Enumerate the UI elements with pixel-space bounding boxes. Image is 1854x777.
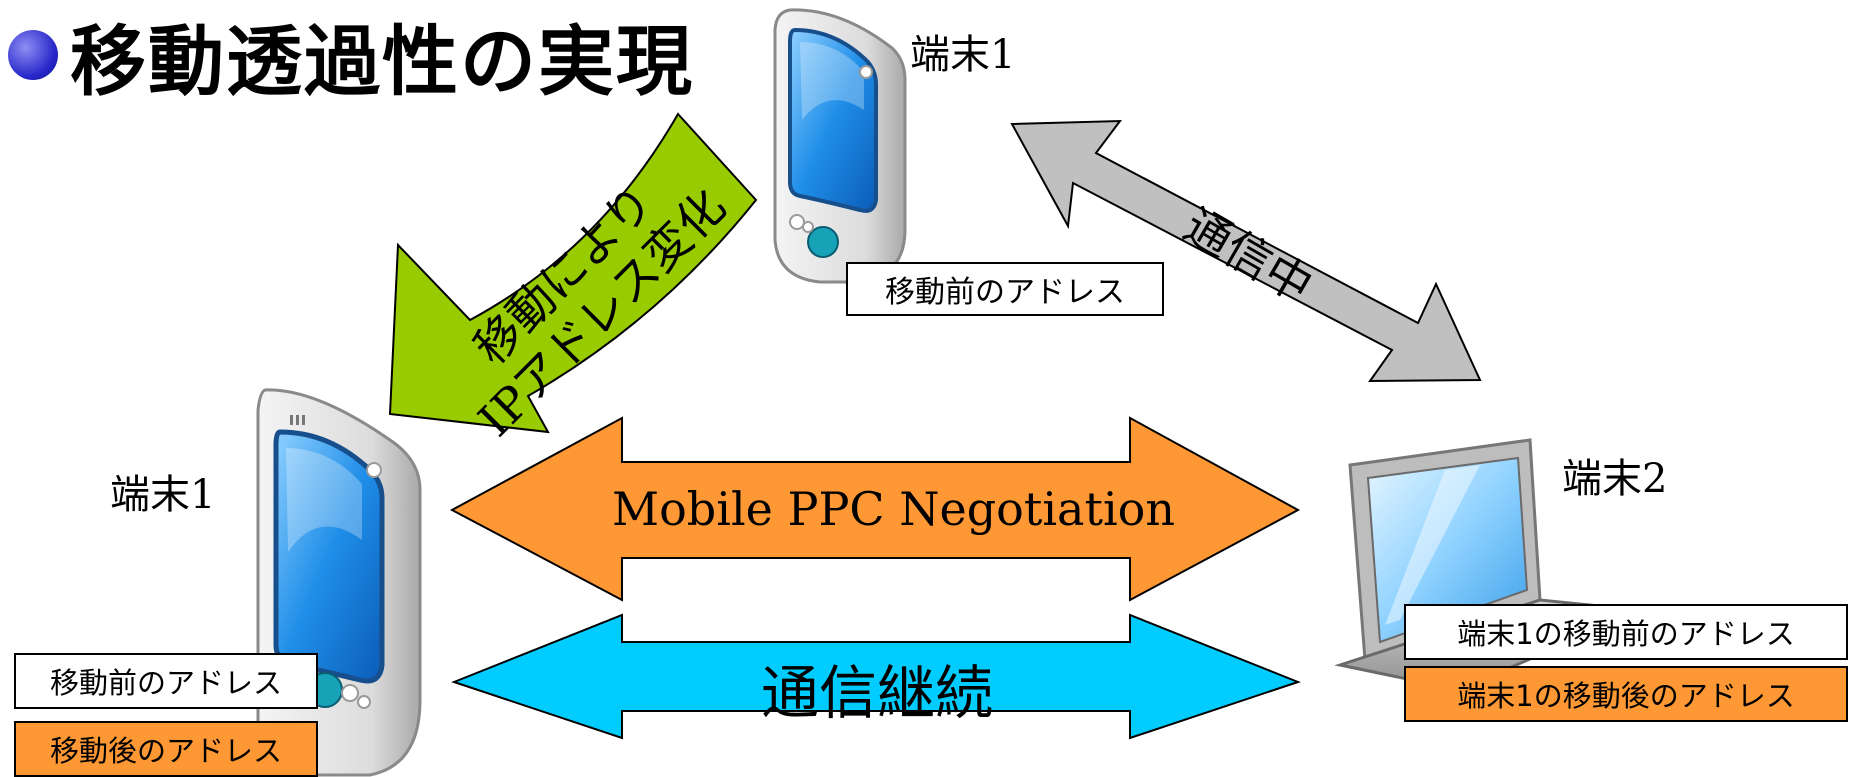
continue-label: 通信継続 bbox=[760, 659, 993, 727]
terminal2-before-address-box: 端末1の移動前のアドレス bbox=[1404, 604, 1848, 660]
negotiation-arrow bbox=[449, 416, 1301, 602]
title-row: 移動透過性の実現 bbox=[0, 0, 694, 110]
communicating-arrow bbox=[1010, 119, 1482, 383]
left-after-address-box: 移動後のアドレス bbox=[14, 721, 318, 777]
left-before-address-box: 移動前のアドレス bbox=[14, 653, 318, 709]
page-title: 移動透過性の実現 bbox=[70, 17, 694, 106]
bullet-icon bbox=[8, 30, 58, 80]
negotiation-label: Mobile PPC Negotiation bbox=[612, 482, 1175, 536]
top-phone-icon bbox=[773, 8, 907, 284]
move-arrow bbox=[388, 112, 758, 434]
terminal2-label: 端末2 bbox=[1562, 456, 1668, 502]
left-phone-icon bbox=[256, 388, 422, 777]
top-phone-address-box: 移動前のアドレス bbox=[846, 262, 1164, 316]
terminal1-left-label: 端末1 bbox=[110, 472, 216, 518]
terminal2-after-address-box: 端末1の移動後のアドレス bbox=[1404, 666, 1848, 722]
terminal1-top-label: 端末1 bbox=[910, 32, 1016, 78]
continue-arrow bbox=[451, 613, 1301, 740]
